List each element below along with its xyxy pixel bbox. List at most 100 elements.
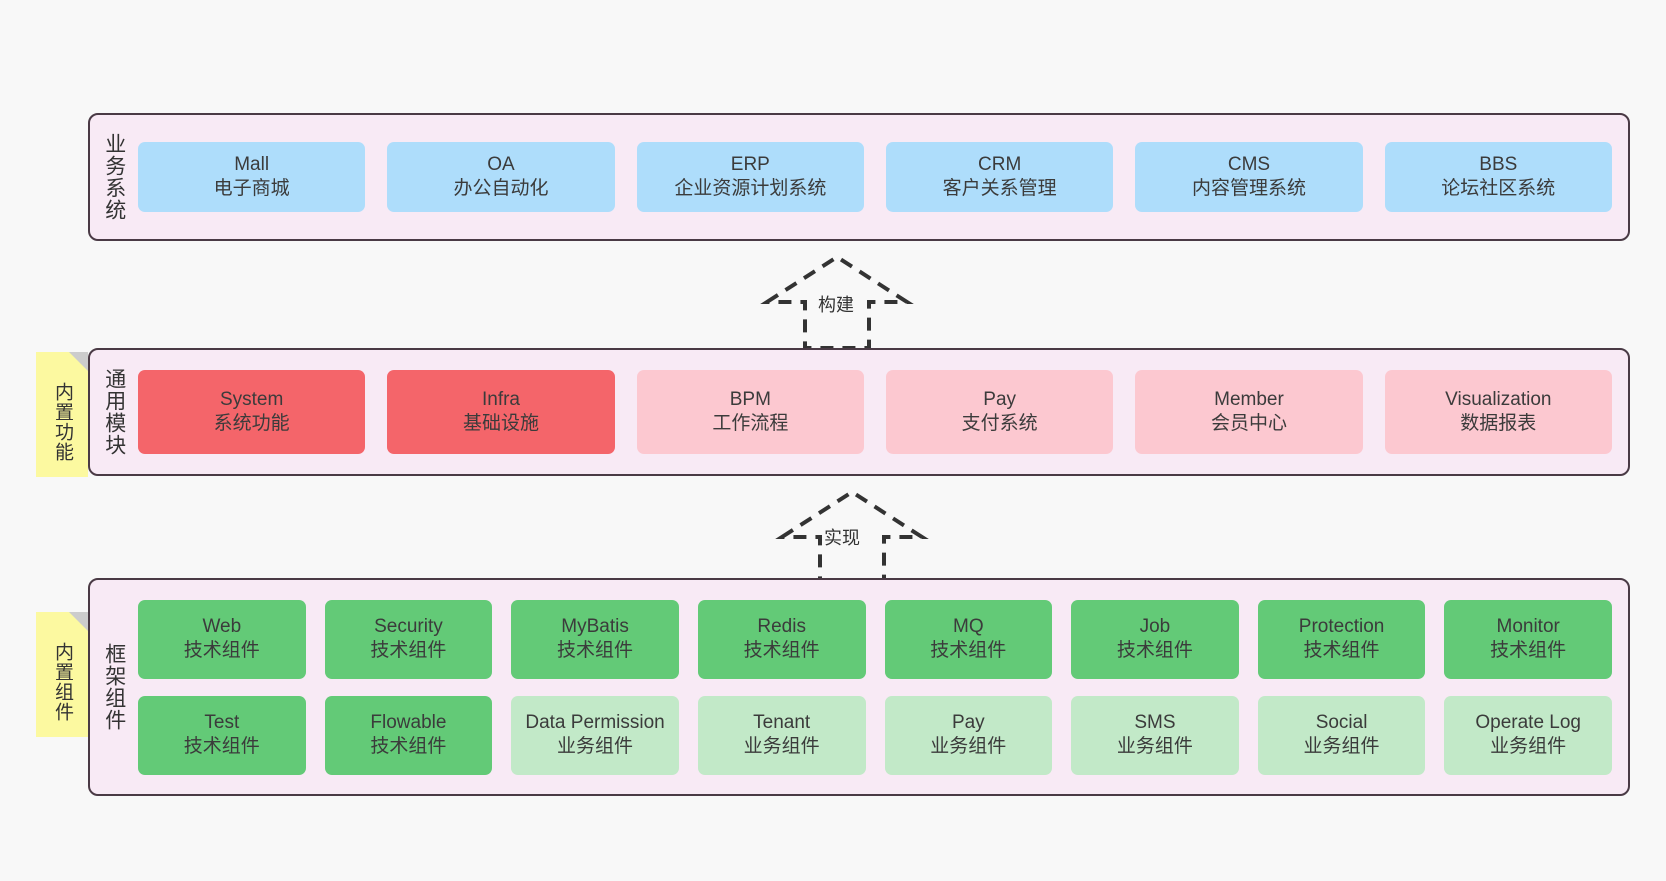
row: Test 技术组件 Flowable 技术组件 Data Permission … [138,695,1612,775]
layer-title-common: 通用模块 [102,368,126,456]
arrow-label-implement: 实现 [824,528,860,548]
node-title-en: System [219,388,284,410]
node-title-cn: 业务组件 [1303,736,1380,757]
layer-framework-component: 框架组件 Web 技术组件 Security 技术组件 MyBatis 技术组件… [88,578,1630,796]
row: System 系统功能 Infra 基础设施 BPM 工作流程 Pay 支付系统… [138,370,1612,454]
layer-business-system: 业务系统 Mall 电子商城 OA 办公自动化 ERP 企业资源计划系统 CRM… [88,113,1630,241]
node-member[interactable]: Member 会员中心 [1135,370,1363,454]
node-pay-business[interactable]: Pay 业务组件 [884,695,1053,775]
node-title-cn: 业务组件 [930,736,1007,757]
arrow-label-build: 构建 [818,295,854,315]
node-redis[interactable]: Redis 技术组件 [697,599,866,679]
node-infra[interactable]: Infra 基础设施 [387,370,615,454]
node-oa[interactable]: OA 办公自动化 [387,142,615,212]
layer-title-framework: 框架组件 [102,643,126,731]
node-title-en: OA [487,153,515,175]
node-title-cn: 技术组件 [1303,640,1380,661]
node-protection[interactable]: Protection 技术组件 [1257,599,1426,679]
note-fold-icon [69,612,88,631]
layer-common-module: 通用模块 System 系统功能 Infra 基础设施 BPM 工作流程 Pay… [88,348,1630,476]
node-erp[interactable]: ERP 企业资源计划系统 [636,142,864,212]
node-title-en: MyBatis [561,615,629,637]
node-title-en: Flowable [370,711,447,733]
node-title-cn: 技术组件 [743,640,820,661]
node-title-en: Pay [983,388,1017,410]
node-title-en: Member [1214,388,1284,410]
layer-body-business: Mall 电子商城 OA 办公自动化 ERP 企业资源计划系统 CRM 客户关系… [138,115,1628,239]
node-tenant[interactable]: Tenant 业务组件 [697,695,866,775]
node-data-permission[interactable]: Data Permission 业务组件 [511,695,679,775]
node-title-en: Pay [951,711,985,733]
node-bpm[interactable]: BPM 工作流程 [636,370,864,454]
node-operate-log[interactable]: Operate Log 业务组件 [1444,695,1612,775]
node-title-cn: 内容管理系统 [1191,178,1306,199]
node-title-en: Mall [234,153,270,175]
note-fold-icon [69,352,88,371]
node-crm[interactable]: CRM 客户关系管理 [885,142,1114,212]
layer-body-common: System 系统功能 Infra 基础设施 BPM 工作流程 Pay 支付系统… [138,350,1628,474]
node-bbs[interactable]: BBS 论坛社区系统 [1384,142,1612,212]
node-title-cn: 基础设施 [462,413,539,434]
node-social[interactable]: Social 业务组件 [1257,695,1426,775]
layer-title-business: 业务系统 [102,133,126,221]
node-cms[interactable]: CMS 内容管理系统 [1135,142,1363,212]
node-title-cn: 数据报表 [1460,413,1537,434]
node-flowable[interactable]: Flowable 技术组件 [324,695,493,775]
row: Web 技术组件 Security 技术组件 MyBatis 技术组件 Redi… [138,599,1612,679]
node-visualization[interactable]: Visualization 数据报表 [1384,370,1612,454]
node-title-cn: 办公自动化 [453,178,549,199]
node-pay[interactable]: Pay 支付系统 [885,370,1114,454]
node-title-cn: 业务组件 [1116,736,1193,757]
node-title-en: Web [202,615,242,637]
node-title-cn: 客户关系管理 [942,178,1057,199]
node-title-cn: 技术组件 [930,640,1007,661]
node-title-en: Data Permission [525,711,665,733]
node-title-en: Tenant [753,711,811,733]
sticky-note-builtin-function: 内置功能 [36,352,88,477]
node-web[interactable]: Web 技术组件 [138,599,306,679]
node-title-cn: 技术组件 [1116,640,1193,661]
node-sms[interactable]: SMS 业务组件 [1071,695,1239,775]
layer-body-framework: Web 技术组件 Security 技术组件 MyBatis 技术组件 Redi… [138,580,1628,794]
node-title-en: Protection [1298,615,1385,637]
node-mybatis[interactable]: MyBatis 技术组件 [511,599,679,679]
node-title-en: Social [1315,711,1368,733]
node-job[interactable]: Job 技术组件 [1071,599,1239,679]
node-title-cn: 企业资源计划系统 [674,178,827,199]
node-title-cn: 技术组件 [557,640,634,661]
node-monitor[interactable]: Monitor 技术组件 [1444,599,1612,679]
node-mall[interactable]: Mall 电子商城 [138,142,366,212]
node-test[interactable]: Test 技术组件 [138,695,306,775]
node-title-cn: 支付系统 [961,413,1038,434]
node-title-cn: 技术组件 [1490,640,1567,661]
node-title-en: Test [204,711,240,733]
node-title-en: Infra [481,388,520,410]
node-title-cn: 工作流程 [712,413,789,434]
note-label: 内置组件 [52,641,74,722]
node-title-en: Job [1139,615,1171,637]
node-title-en: ERP [730,153,770,175]
row: Mall 电子商城 OA 办公自动化 ERP 企业资源计划系统 CRM 客户关系… [138,142,1612,212]
node-title-en: BPM [729,388,771,410]
node-title-en: Redis [757,615,806,637]
node-title-en: BBS [1479,153,1518,175]
node-title-cn: 业务组件 [1490,736,1567,757]
node-mq[interactable]: MQ 技术组件 [884,599,1053,679]
node-title-en: CRM [978,153,1022,175]
node-title-cn: 技术组件 [183,736,260,757]
node-security[interactable]: Security 技术组件 [324,599,493,679]
node-title-cn: 技术组件 [183,640,260,661]
node-title-cn: 会员中心 [1210,413,1287,434]
note-label: 内置功能 [52,381,74,462]
node-title-cn: 技术组件 [370,736,447,757]
sticky-note-builtin-component: 内置组件 [36,612,88,737]
node-title-en: CMS [1227,153,1271,175]
node-title-cn: 业务组件 [557,736,634,757]
node-title-en: Visualization [1445,388,1552,410]
node-title-en: Monitor [1496,615,1560,637]
node-title-en: Operate Log [1475,711,1581,733]
node-title-en: Security [374,615,443,637]
node-system[interactable]: System 系统功能 [138,370,366,454]
node-title-cn: 技术组件 [370,640,447,661]
